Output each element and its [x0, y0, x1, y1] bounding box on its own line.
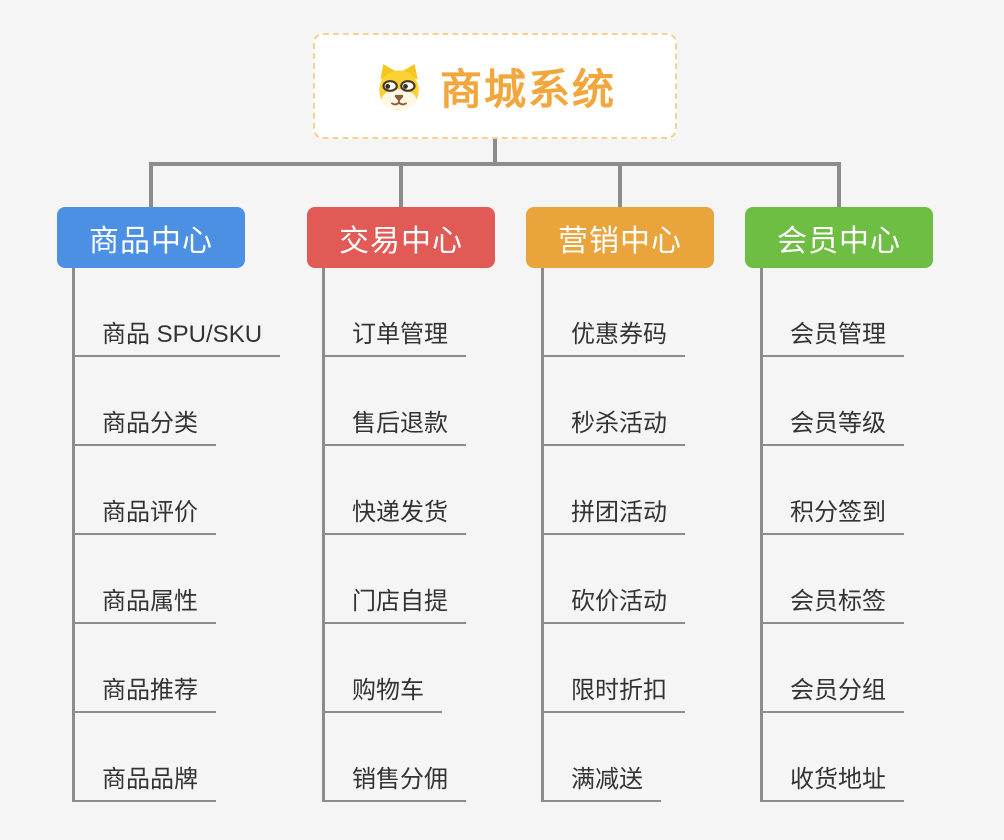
dog-face-icon [374, 62, 424, 110]
connector-drop [399, 162, 403, 208]
child-label: 售后退款 [322, 403, 466, 446]
child-label: 收货地址 [760, 759, 904, 802]
connector-root-stub [493, 139, 497, 164]
child-label: 商品评价 [72, 492, 216, 535]
child-node[interactable]: 商品品牌 [72, 713, 280, 802]
child-label: 砍价活动 [541, 581, 685, 624]
child-node[interactable]: 砍价活动 [541, 535, 685, 624]
child-node[interactable]: 满减送 [541, 713, 685, 802]
child-node[interactable]: 销售分佣 [322, 713, 466, 802]
branch-node[interactable]: 会员中心 [745, 207, 933, 268]
child-node[interactable]: 订单管理 [322, 268, 466, 357]
child-label: 拼团活动 [541, 492, 685, 535]
child-node[interactable]: 商品 SPU/SKU [72, 268, 281, 357]
connector-trunk [760, 268, 763, 801]
child-node[interactable]: 秒杀活动 [541, 357, 685, 446]
branch-label: 会员中心 [777, 224, 901, 258]
child-node[interactable]: 会员等级 [760, 357, 904, 446]
child-label: 快递发货 [322, 492, 466, 535]
child-label: 限时折扣 [541, 670, 685, 713]
child-label: 会员管理 [760, 314, 904, 357]
child-node[interactable]: 拼团活动 [541, 446, 685, 535]
child-label: 优惠券码 [541, 314, 685, 357]
child-label: 销售分佣 [322, 759, 466, 802]
branch-label: 交易中心 [339, 224, 463, 258]
child-node[interactable]: 限时折扣 [541, 624, 685, 713]
branch-children-column: 会员管理 会员等级 积分签到 会员标签 会员分组 收货地址 [760, 268, 904, 802]
branch-children-column: 订单管理 售后退款 快递发货 门店自提 购物车 销售分佣 [322, 268, 466, 802]
connector-trunk [322, 268, 325, 801]
child-node[interactable]: 快递发货 [322, 446, 466, 535]
child-node[interactable]: 商品推荐 [72, 624, 280, 713]
child-label: 订单管理 [322, 314, 466, 357]
branch-label: 商品中心 [89, 224, 213, 258]
root-title: 商城系统 [439, 65, 616, 113]
child-label: 门店自提 [322, 581, 466, 624]
child-node[interactable]: 售后退款 [322, 357, 466, 446]
child-label: 会员标签 [760, 581, 904, 624]
connector-drop [618, 162, 622, 208]
child-node[interactable]: 购物车 [322, 624, 466, 713]
connector-drop [837, 162, 841, 208]
child-node[interactable]: 商品评价 [72, 446, 280, 535]
child-node[interactable]: 门店自提 [322, 535, 466, 624]
child-node[interactable]: 积分签到 [760, 446, 904, 535]
child-label: 购物车 [322, 670, 442, 713]
child-label: 会员等级 [760, 403, 904, 446]
connector-bus [150, 162, 840, 166]
child-node[interactable]: 会员标签 [760, 535, 904, 624]
child-label: 商品 SPU/SKU [72, 314, 281, 357]
child-label: 商品推荐 [72, 670, 216, 713]
branch-label: 营销中心 [558, 224, 682, 258]
child-label: 商品品牌 [72, 759, 216, 802]
child-label: 满减送 [541, 759, 661, 802]
child-node[interactable]: 商品属性 [72, 535, 280, 624]
child-node[interactable]: 会员分组 [760, 624, 904, 713]
child-node[interactable]: 收货地址 [760, 713, 904, 802]
branch-children-column: 商品 SPU/SKU 商品分类 商品评价 商品属性 商品推荐 商品品牌 [72, 268, 281, 802]
child-node[interactable]: 优惠券码 [541, 268, 685, 357]
child-label: 会员分组 [760, 670, 904, 713]
child-node[interactable]: 商品分类 [72, 357, 280, 446]
connector-drop [149, 162, 153, 208]
child-node[interactable]: 会员管理 [760, 268, 904, 357]
branch-children-column: 优惠券码 秒杀活动 拼团活动 砍价活动 限时折扣 满减送 [541, 268, 685, 802]
child-label: 秒杀活动 [541, 403, 685, 446]
connector-trunk [72, 268, 75, 801]
branch-node[interactable]: 商品中心 [57, 207, 245, 268]
root-node[interactable]: 商城系统 [313, 33, 677, 139]
child-label: 商品分类 [72, 403, 216, 446]
connector-trunk [541, 268, 544, 801]
child-label: 商品属性 [72, 581, 216, 624]
branch-node[interactable]: 交易中心 [307, 207, 495, 268]
child-label: 积分签到 [760, 492, 904, 535]
branch-node[interactable]: 营销中心 [526, 207, 714, 268]
